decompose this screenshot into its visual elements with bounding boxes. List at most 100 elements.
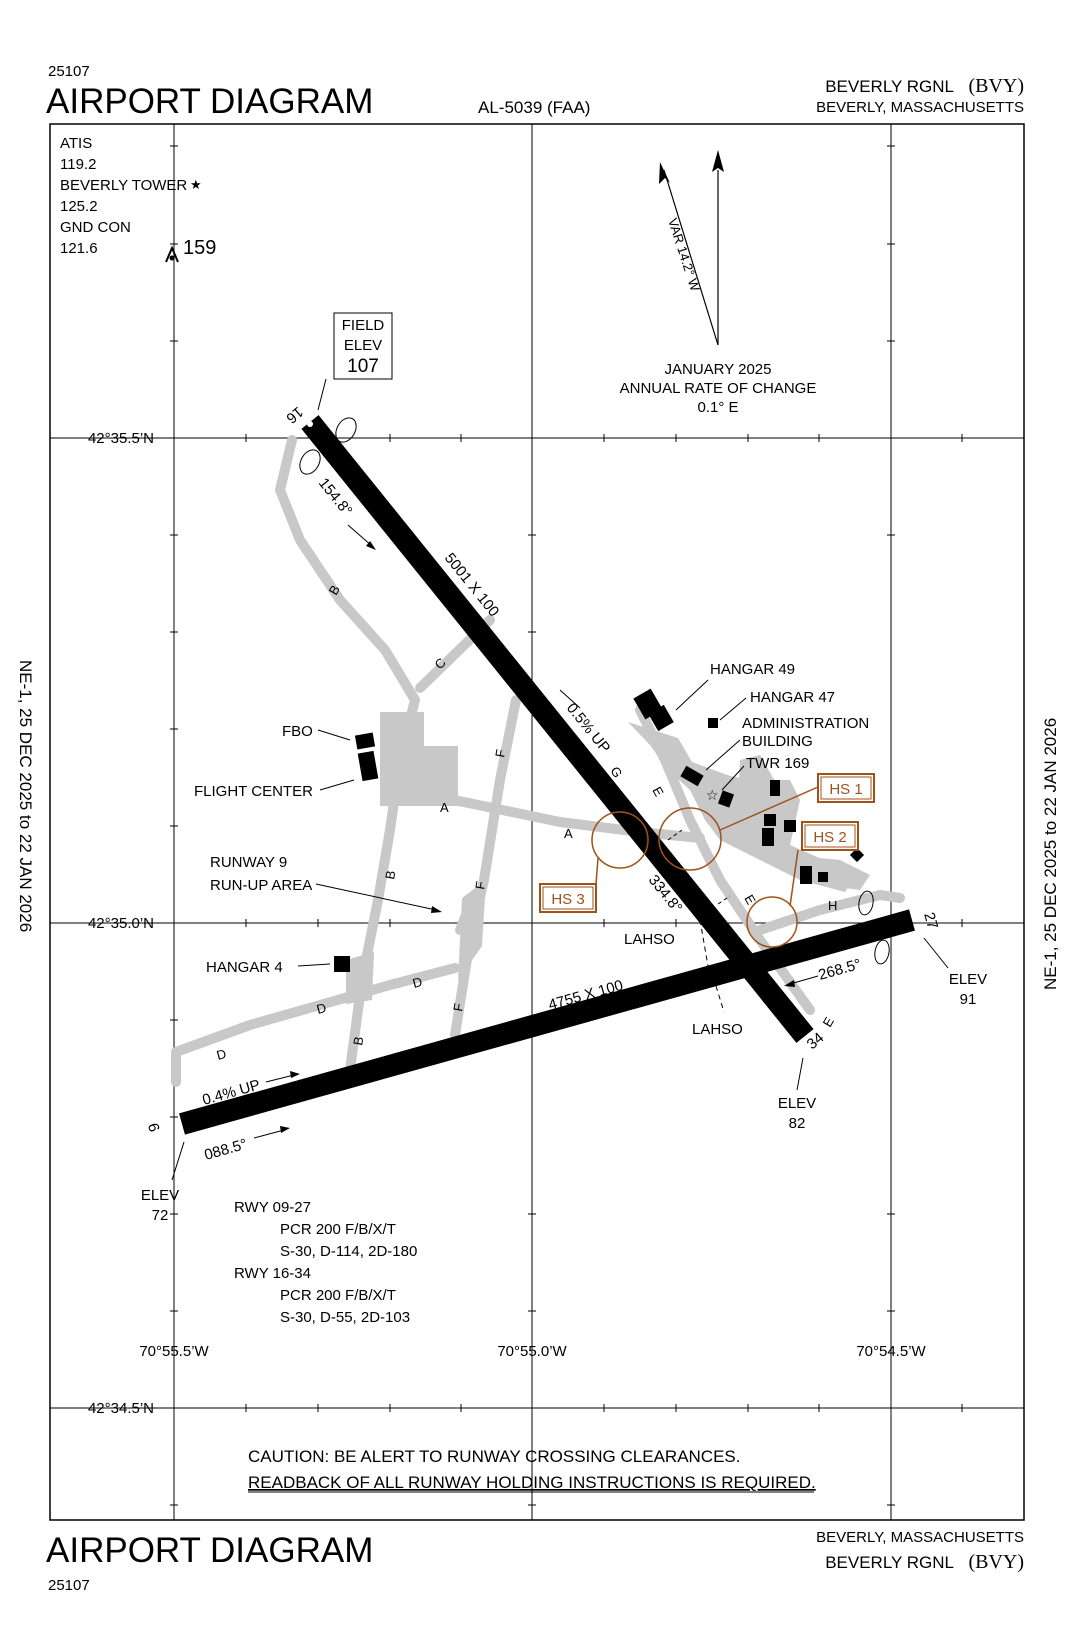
runway-34-heading-arrowhead: [646, 852, 656, 860]
apron-fbo: [380, 712, 458, 806]
runway-9-slope-arrowhead: [290, 1071, 300, 1078]
caution-line-2: READBACK OF ALL RUNWAY HOLDING INSTRUCTI…: [248, 1473, 816, 1492]
runway-34-elev: 82: [789, 1115, 806, 1132]
atis-frequency: 119.2: [60, 156, 96, 173]
page-title-top: AIRPORT DIAGRAM: [46, 82, 373, 121]
field-elev-value: 107: [347, 356, 379, 377]
hold-line-e: [667, 829, 683, 841]
hangar-4-leader: [297, 963, 331, 967]
taxiway-label-e-south: E: [820, 1014, 837, 1029]
lat-label-north: 42°35.5’N: [88, 430, 154, 447]
lahso-line-north: [699, 919, 709, 967]
field-elev-leader: [317, 378, 327, 411]
runway-34-elev-label: ELEV: [778, 1095, 816, 1112]
tower-star-symbol: ☆: [706, 787, 719, 803]
lat-label-south: 42°34.5’N: [88, 1400, 154, 1417]
runway-end-markers: [299, 417, 890, 965]
runway-16-end-label: 16: [283, 403, 307, 427]
lahso-label-south: LAHSO: [692, 1021, 743, 1038]
chart-frame: [49, 123, 1025, 1521]
hot-spot-3-leader: [595, 857, 599, 885]
terminal-building-3: [764, 814, 776, 826]
tower-frequency: 125.2: [60, 198, 98, 215]
runway-27-heading-arrowhead: [784, 980, 795, 987]
admin-leader: [705, 739, 741, 771]
hangar-49-label: HANGAR 49: [710, 661, 795, 678]
runway-16-heading-arrow: [347, 524, 373, 547]
effective-dates-right: NE-1, 25 DEC 2025 to 22 JAN 2026: [1041, 718, 1060, 990]
lon-label-west: 70°55.5’W: [139, 1343, 209, 1360]
runway-slope-arrow: [559, 689, 581, 709]
apron-hangar4: [346, 952, 374, 1004]
hot-spot-1-label: HS 1: [829, 781, 862, 798]
taxiway-b: [275, 435, 420, 1075]
variation-date: JANUARY 2025: [664, 361, 771, 378]
tower-leader: [721, 765, 745, 791]
caution-line-1: CAUTION: BE ALERT TO RUNWAY CROSSING CLE…: [248, 1447, 741, 1466]
atis-label: ATIS: [60, 135, 92, 152]
north-arrow-icon: [712, 150, 724, 345]
runway-16-34[interactable]: [301, 415, 814, 1043]
location-bottom: BEVERLY, MASSACHUSETTS: [816, 1529, 1024, 1546]
hangar-4-label: HANGAR 4: [206, 959, 283, 976]
pavement-rwy-09-27-label: RWY 09-27: [234, 1199, 311, 1216]
runway-27-elev-leader: [923, 937, 949, 969]
magnetic-north-arrow-icon: [659, 162, 719, 346]
terminal-building-4: [762, 828, 774, 846]
runway-27-elev-label: ELEV: [949, 971, 987, 988]
runup-label-line1: RUNWAY 9: [210, 854, 287, 871]
hangar-e1: [800, 866, 812, 884]
runway-9-heading: 088.5°: [203, 1136, 250, 1164]
location-top: BEVERLY, MASSACHUSETTS: [816, 99, 1024, 116]
flight-center-label: FLIGHT CENTER: [194, 783, 313, 800]
hangar-47-label: HANGAR 47: [750, 689, 835, 706]
apron-runup: [458, 880, 486, 980]
hangar-4-building: [334, 956, 350, 972]
taxiway-d: [171, 963, 460, 1087]
runway-27-elev: 91: [960, 991, 977, 1008]
apron-hs2: [790, 855, 870, 890]
runup-leader-arrowhead: [431, 906, 442, 913]
hangar-47-building: [708, 718, 718, 728]
buildings: [334, 688, 865, 972]
fbo-building: [354, 732, 376, 750]
hangar-49-leader: [675, 679, 709, 711]
fbo-label: FBO: [282, 723, 313, 740]
runway-9-elev: 72: [152, 1207, 169, 1224]
gnd-frequency: 121.6: [60, 240, 98, 257]
hot-spot-1-leader: [719, 786, 819, 831]
pavement-rwy-09-27-pcr: PCR 200 F/B/X/T: [280, 1221, 396, 1238]
flight-center-leader: [319, 779, 355, 791]
airport-name-top: BEVERLY RGNL: [825, 77, 954, 96]
runway-27-end-label: 27: [920, 910, 941, 931]
obstacle-icon: [165, 245, 179, 263]
taxiway-f: [450, 695, 521, 1040]
hot-spot-1[interactable]: HS 1: [817, 773, 875, 803]
field-elevation-box: [333, 312, 393, 380]
runway-27-heading-arrow: [789, 975, 819, 985]
taxiway-label-a: A: [440, 800, 449, 815]
variation-rate-label: ANNUAL RATE OF CHANGE: [620, 380, 817, 397]
admin-building: [680, 765, 704, 787]
hot-spot-3-circle: [591, 811, 649, 869]
lon-label-east: 70°54.5’W: [856, 1343, 926, 1360]
airport-name-bottom: BEVERLY RGNL: [825, 1553, 954, 1572]
hangar-e2: [818, 872, 828, 882]
taxiway-label-a-east: A: [564, 826, 573, 841]
pavement-rwy-16-34-pcr: PCR 200 F/B/X/T: [280, 1287, 396, 1304]
control-tower-icon: ☆: [706, 787, 719, 803]
aprons: [346, 712, 860, 1004]
flight-center-building: [357, 750, 379, 782]
lahso-line-south: [715, 985, 725, 1013]
hot-spot-2[interactable]: HS 2: [801, 821, 859, 851]
effective-dates-left: NE-1, 25 DEC 2025 to 22 JAN 2026: [16, 660, 35, 932]
taxiway-label-d-mid: D: [315, 1000, 328, 1017]
hangar-49-annex: [648, 704, 674, 732]
taxiway-label-h: H: [828, 898, 837, 913]
terminal-building-2: [770, 780, 780, 796]
hot-spot-3[interactable]: HS 3: [539, 883, 597, 913]
runway-9-27[interactable]: [179, 909, 915, 1135]
pavement-rwy-09-27-strength: S-30, D-114, 2D-180: [280, 1243, 417, 1260]
doc-number-top: 25107: [48, 63, 90, 80]
